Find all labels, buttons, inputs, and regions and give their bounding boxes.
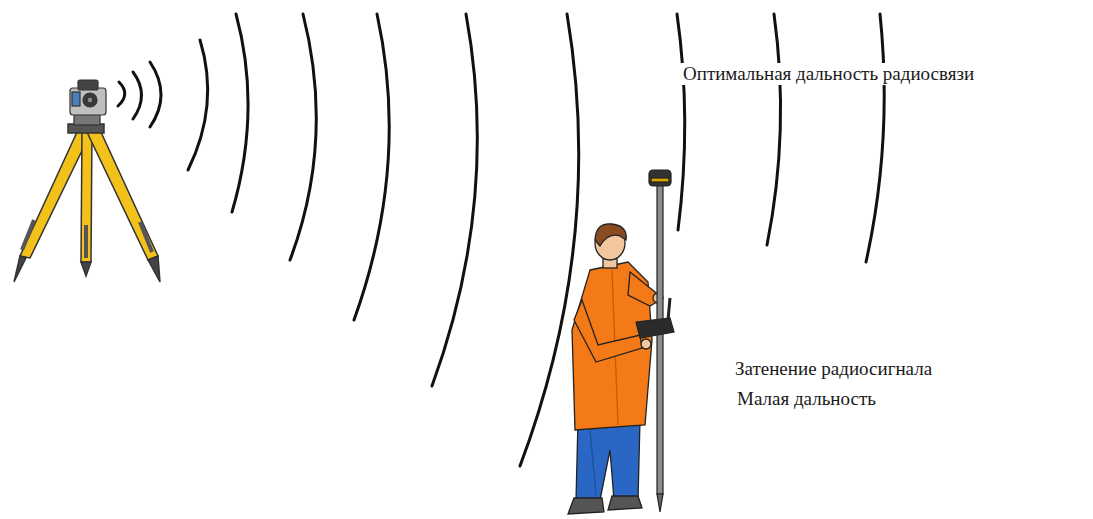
caption-label: Малая дальность: [735, 388, 878, 410]
gnss-pole: [649, 170, 671, 512]
caption-label: Оптимальная дальность радиосвязи: [681, 63, 976, 85]
surveyor: [568, 224, 663, 514]
caption-label: Затенение радиосигнала: [733, 358, 934, 380]
field-controller: [636, 298, 674, 338]
tripod: [14, 124, 160, 282]
total-station: [70, 80, 106, 125]
